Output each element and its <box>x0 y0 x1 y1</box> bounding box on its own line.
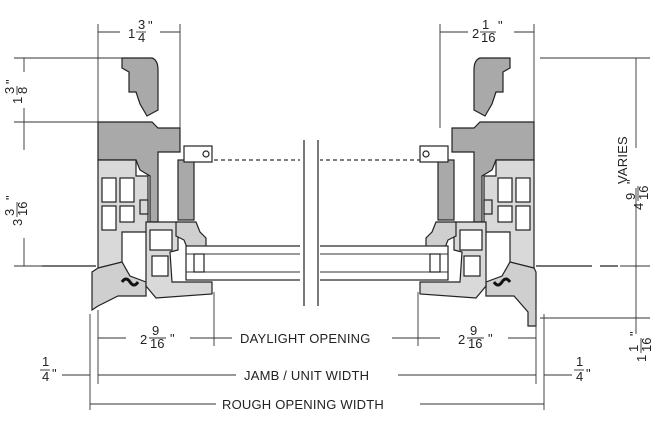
right-sash-chamber <box>459 229 483 251</box>
left-operator-pin <box>202 150 210 158</box>
dim-whole: 1 <box>10 97 25 104</box>
dim-den: 4 <box>138 30 145 45</box>
left-spacer <box>193 253 205 273</box>
right-frame-chamber <box>515 205 531 231</box>
left-sash-chamber <box>149 229 173 251</box>
dim-unit: " <box>488 331 493 346</box>
dim-bottom-left-outer: 1 4 " <box>40 354 57 384</box>
right-sash-chamber <box>463 255 481 277</box>
right-interior-trim <box>473 57 511 117</box>
dim-den: 16 <box>15 202 30 216</box>
dim-whole: 4 <box>631 203 646 210</box>
dim-num: 1 <box>482 17 489 32</box>
dim-den: 16 <box>150 336 164 351</box>
dim-unit: " <box>148 18 153 33</box>
left-frame-chamber <box>119 205 135 223</box>
break-gap <box>300 140 320 310</box>
dim-unit: " <box>3 79 18 84</box>
dim-whole: 2 <box>458 332 465 347</box>
dim-num: 9 <box>152 323 159 338</box>
jamb-unit-width-label: JAMB / UNIT WIDTH <box>244 368 369 383</box>
left-bracket <box>139 199 149 215</box>
dim-top-right: 2 1 16 " <box>472 17 503 45</box>
dim-num: 9 <box>470 323 477 338</box>
dim-whole: 2 <box>140 332 147 347</box>
right-frame-chamber <box>497 205 513 223</box>
left-frame-chamber <box>101 177 117 203</box>
dim-top-left: 1 3 4 " <box>128 17 153 45</box>
right-frame-chamber <box>515 177 531 203</box>
dim-bottom-right-outer: 1 4 " <box>574 354 591 384</box>
dim-unit: " <box>3 195 18 200</box>
dim-den: 16 <box>639 338 654 352</box>
left-wood-sash <box>177 159 195 221</box>
dim-unit: " <box>170 331 175 346</box>
dim-unit: " <box>627 331 642 336</box>
left-operator-box <box>183 145 213 163</box>
varies-label: VARIES <box>615 136 630 184</box>
right-jamb-section <box>419 57 537 327</box>
dim-left-lower: 3 3 16 " <box>2 195 30 226</box>
dim-den: 4 <box>42 369 49 384</box>
dim-den: 16 <box>481 30 495 45</box>
dim-den: 16 <box>468 336 482 351</box>
right-operator-box <box>419 145 449 163</box>
dim-num: 9 <box>623 193 638 200</box>
dim-den: 4 <box>576 369 583 384</box>
right-frame-chamber <box>497 177 513 203</box>
left-sash-chamber <box>151 255 169 277</box>
left-exterior-frame <box>91 261 147 312</box>
left-frame-chamber <box>101 205 117 231</box>
dim-num: 3 <box>2 87 17 94</box>
dim-den: 16 <box>636 186 651 200</box>
right-spacer <box>429 253 441 273</box>
glazing-unit <box>42 140 618 310</box>
dimension-lines <box>14 24 650 410</box>
dim-left-upper: 1 3 8 " <box>2 79 30 104</box>
dim-whole: 1 <box>128 26 135 41</box>
dim-whole: 2 <box>472 26 479 41</box>
dim-num: 3 <box>2 209 17 216</box>
dim-num: 1 <box>42 354 49 369</box>
dim-unit: " <box>52 366 57 381</box>
dim-num: 3 <box>138 17 145 32</box>
right-operator-pin <box>422 150 430 158</box>
dim-num: 1 <box>576 354 583 369</box>
dim-unit: " <box>624 179 639 184</box>
left-weatherstrip <box>120 277 140 287</box>
dim-num: 1 <box>626 345 641 352</box>
left-frame-chamber <box>119 177 135 203</box>
left-interior-trim <box>121 57 159 117</box>
dim-whole: 1 <box>634 355 649 362</box>
dim-den: 8 <box>15 87 30 94</box>
right-weatherstrip <box>492 277 512 287</box>
dim-right-upper: VARIES 4 9 16 " <box>615 136 651 210</box>
dim-bottom-left-inner: 2 9 16 " <box>140 323 175 351</box>
right-exterior-frame <box>485 261 537 327</box>
right-bracket <box>483 199 493 215</box>
dim-right-lower: 1 1 16 " <box>626 331 654 362</box>
rough-opening-width-label: ROUGH OPENING WIDTH <box>222 397 384 412</box>
dim-unit: " <box>586 366 591 381</box>
dim-whole: 3 <box>10 219 25 226</box>
dim-bottom-right-inner: 2 9 16 " <box>458 323 493 351</box>
left-jamb-section <box>91 57 213 312</box>
daylight-opening-label: DAYLIGHT OPENING <box>240 331 371 346</box>
right-wood-sash <box>437 159 455 221</box>
dim-unit: " <box>498 18 503 33</box>
